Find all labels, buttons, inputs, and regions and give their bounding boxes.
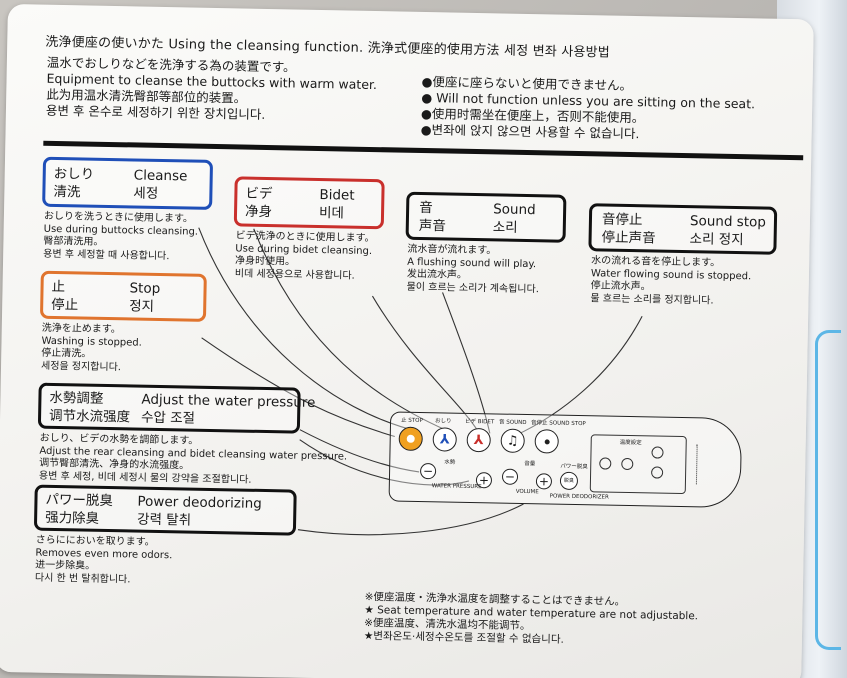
label-sound: 音 声音 Sound 소리 bbox=[405, 191, 567, 243]
cleanse-zh: 清洗 bbox=[53, 183, 81, 201]
desc-cleanse-ko: 용변 후 세정할 때 사용합니다. bbox=[43, 248, 170, 262]
volume-minus-button[interactable]: − bbox=[501, 468, 519, 485]
desc-sound-ko: 물이 흐르는 소리가 계속됩니다. bbox=[406, 281, 540, 295]
deodorize-en: Power deodorizing bbox=[137, 493, 262, 512]
panel-sound-caption: 音 SOUND bbox=[498, 419, 527, 427]
panel-cleanse-caption: おしり bbox=[435, 418, 452, 425]
desc-cleanse: おしりを洗うときに使用します。 Use during buttocks clea… bbox=[43, 211, 198, 264]
deodorize-ja: パワー脱臭 bbox=[45, 491, 114, 510]
bidet-ko: 비데 bbox=[318, 205, 345, 222]
cleanse-button[interactable]: ⅄ bbox=[432, 427, 457, 452]
instruction-card: 洗浄便座の使いかた Using the cleansing function. … bbox=[0, 4, 814, 678]
pressure-ja: 水勢調整 bbox=[49, 389, 104, 407]
minus-glyph: − bbox=[504, 469, 516, 484]
cleanse-ko: 세정 bbox=[133, 185, 159, 202]
sound-stop-ja: 音停止 bbox=[601, 211, 643, 229]
settings-title: 温度設定 bbox=[619, 439, 642, 447]
pressure-minus-button[interactable]: − bbox=[419, 462, 437, 480]
panel-bidet-caption: ビデ BIDET bbox=[465, 418, 495, 426]
settings-button[interactable] bbox=[599, 457, 612, 470]
panel-deodor-sub: POWER DEODORIZER bbox=[549, 493, 609, 501]
intro-left: 温水でおしりなどを洗浄する為の装置です。 Equipment to cleans… bbox=[46, 55, 378, 125]
sound-stop-ko: 소리 정지 bbox=[689, 231, 744, 249]
desc-sound-stop-ko: 물 흐르는 소리를 정지합니다. bbox=[590, 292, 714, 307]
stop-ko: 정지 bbox=[129, 298, 155, 315]
label-stop: 止 停止 Stop 정지 bbox=[39, 270, 207, 322]
label-cleanse: おしり 清洗 Cleanse 세정 bbox=[42, 156, 214, 210]
minus-glyph: − bbox=[422, 464, 434, 479]
panel-volume-caption: 音量 bbox=[524, 460, 536, 468]
sound-button[interactable]: ♫ bbox=[500, 428, 525, 453]
indicator-lights bbox=[695, 444, 701, 485]
panel-pressure-caption: 水勢 bbox=[444, 459, 456, 466]
desc-stop-ko: 세정을 정지합니다. bbox=[40, 360, 122, 373]
pressure-zh: 调节水流强度 bbox=[48, 407, 131, 426]
volume-plus-button[interactable]: + bbox=[535, 473, 553, 490]
cleanse-en: Cleanse bbox=[133, 167, 188, 185]
stop-zh: 停止 bbox=[51, 296, 79, 314]
sound-stop-zh: 停止声音 bbox=[601, 229, 656, 247]
sound-stop-button[interactable] bbox=[534, 429, 559, 454]
sound-en: Sound bbox=[492, 201, 536, 219]
panel-stop-caption: 止 STOP bbox=[401, 417, 423, 425]
control-panel: 止 STOP おしり ビデ BIDET 音 SOUND 音停止 SOUND ST… bbox=[388, 411, 743, 509]
deodorizer-button[interactable]: 脱臭 bbox=[559, 471, 579, 491]
desc-bidet: ビデ洗浄のときに使用します。 Use during bidet cleansin… bbox=[235, 230, 375, 283]
panel-pressure-sub: WATER PRESSURE bbox=[431, 483, 482, 491]
intro-right: ●便座に座らないと使用できません。 ● Will not function un… bbox=[421, 74, 756, 144]
desc-stop: 洗浄を止めます。 Washing is stopped. 停止清洗。 세정을 정… bbox=[41, 323, 142, 375]
stop-button[interactable] bbox=[398, 426, 423, 452]
desc-deodorize: さらににおいを取ります。 Removes even more odors. 进一… bbox=[35, 535, 173, 588]
cleanse-ja: おしり bbox=[53, 165, 95, 183]
label-bidet: ビデ 净身 Bidet 비데 bbox=[233, 176, 385, 230]
bidet-zh: 净身 bbox=[244, 203, 273, 221]
label-deodorize: パワー脱臭 强力除臭 Power deodorizing 강력 탈취 bbox=[33, 484, 297, 536]
desc-deodorize-ko: 다시 한 번 탈취합니다. bbox=[34, 572, 131, 585]
stop-dot-icon bbox=[406, 434, 415, 443]
desc-stop-ja: 洗浄を止めます。 bbox=[41, 322, 121, 336]
label-sound-stop: 音停止 停止声音 Sound stop 소리 정지 bbox=[588, 203, 778, 255]
sound-stop-en: Sound stop bbox=[689, 213, 767, 231]
blue-trim bbox=[815, 330, 841, 650]
desc-bidet-ko: 비데 세정용으로 사용합니다. bbox=[234, 267, 355, 282]
desc-stop-zh: 停止清洗。 bbox=[41, 347, 92, 360]
panel-volume-sub: VOLUME bbox=[515, 488, 539, 496]
cleanse-spray-icon: ⅄ bbox=[439, 431, 450, 448]
music-note-icon: ♫ bbox=[506, 433, 519, 449]
sound-ko: 소리 bbox=[492, 219, 518, 236]
settings-button[interactable] bbox=[621, 457, 634, 471]
pressure-en: Adjust the water pressure bbox=[141, 391, 316, 411]
leader-deodor bbox=[297, 503, 524, 536]
panel-deodor-caption: パワー脱臭 bbox=[560, 463, 588, 471]
leader-sound bbox=[371, 295, 479, 432]
settings-button[interactable] bbox=[651, 466, 664, 479]
pressure-ko: 수압 조절 bbox=[140, 409, 196, 427]
temperature-settings-block: 温度設定 bbox=[589, 434, 687, 495]
bidet-ja: ビデ bbox=[245, 185, 273, 203]
deodor-glyph: 脱臭 bbox=[563, 477, 575, 484]
stop-ja: 止 bbox=[51, 278, 66, 296]
deodorize-zh: 强力除臭 bbox=[44, 509, 100, 527]
settings-button[interactable] bbox=[651, 446, 664, 459]
label-pressure: 水勢調整 调节水流强度 Adjust the water pressure 수압… bbox=[37, 382, 316, 434]
divider-rule bbox=[43, 140, 804, 161]
plus-glyph: + bbox=[538, 474, 550, 489]
desc-pressure: おしり、ビデの水勢を調節します。 Adjust the rear cleansi… bbox=[39, 433, 348, 489]
deodorize-ko: 강력 탈취 bbox=[136, 511, 192, 529]
bidet-button[interactable]: ⅄ bbox=[466, 427, 491, 453]
stop-dot-icon bbox=[544, 438, 550, 444]
desc-sound: 流水音が流れます。 A flushing sound will play. 发出… bbox=[407, 244, 540, 297]
footer-notes: ※便座温度・洗浄水温度を調整することはできません。 ★ Seat tempera… bbox=[364, 591, 699, 649]
stop-en: Stop bbox=[129, 280, 161, 297]
bidet-en: Bidet bbox=[319, 187, 355, 204]
desc-sound-stop: 水の流れる音を停止します。 Water flowing sound is sto… bbox=[590, 255, 751, 308]
sound-zh: 声音 bbox=[418, 217, 446, 235]
bidet-spray-icon: ⅄ bbox=[473, 432, 484, 448]
panel-soundstop-caption: 音停止 SOUND STOP bbox=[530, 420, 586, 428]
sound-ja: 音 bbox=[419, 199, 433, 217]
